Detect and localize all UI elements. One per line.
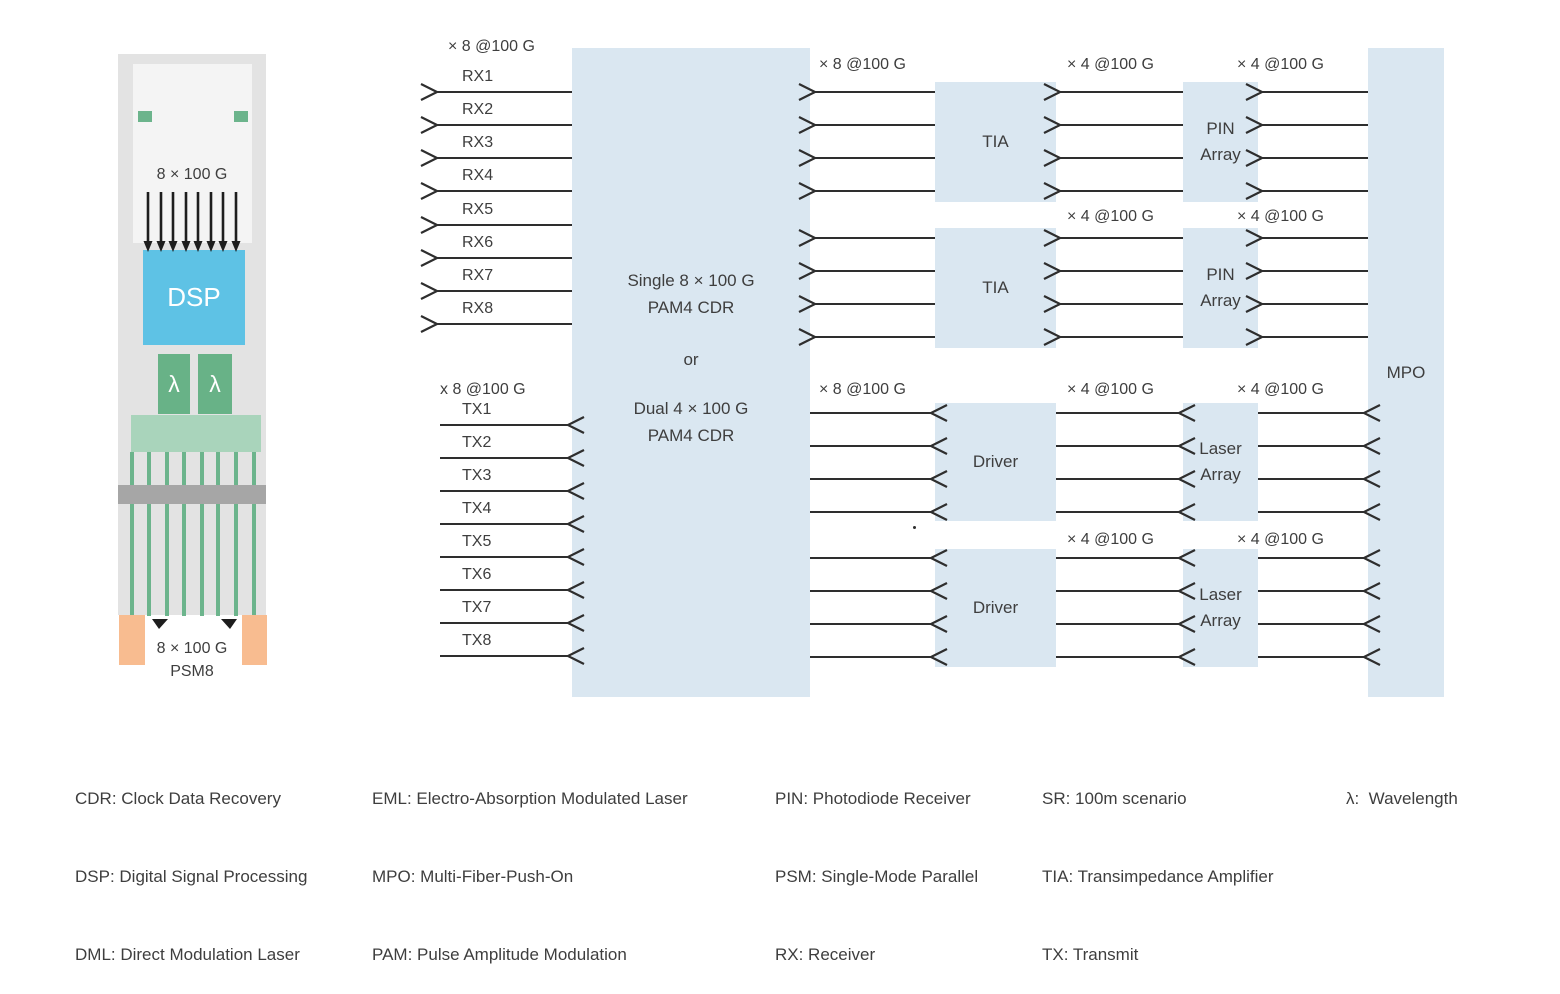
pin-array-label: PIN Array [1200, 119, 1241, 164]
tia-label: TIA [982, 132, 1009, 151]
module-fiber-rate-label: 8 × 100 G [156, 640, 228, 657]
fiber-clamp-band [118, 485, 266, 504]
module-cage [133, 64, 252, 243]
legend-item: PSM: Single-Mode Parallel [775, 867, 979, 886]
laser-array-block-2: Laser Array [1183, 549, 1258, 667]
legend-column-5: λ: Wavelength [1346, 734, 1458, 838]
tx-host-lines [440, 416, 585, 665]
rate-rx-pin-mpo-2: × 4 @100 G [1237, 208, 1324, 225]
rx-port-label-3: RX3 [462, 134, 494, 151]
lambda-chip-left: λ [158, 354, 190, 414]
legend-item: SR: 100m scenario [1042, 789, 1187, 808]
legend-item: PAM: Pulse Amplitude Modulation [372, 945, 627, 964]
tx-port-label-6: TX6 [462, 566, 492, 583]
tx-port-label-3: TX3 [462, 467, 492, 484]
fiber [252, 452, 256, 616]
module-boot-left [119, 615, 145, 665]
rate-rx-pin-mpo-1: × 4 @100 G [1237, 56, 1324, 73]
optical-subassembly [131, 415, 261, 452]
rx-port-label-7: RX7 [462, 267, 494, 284]
driver-label: Driver [972, 452, 1019, 471]
tx-port-label-8: TX8 [462, 632, 492, 649]
pin-array-block-2: PIN Array [1183, 228, 1258, 348]
legend-column-3: PIN: Photodiode Receiver PSM: Single-Mod… [775, 734, 978, 994]
rx-host-lines [420, 83, 572, 333]
rate-tx-laser-mpo-2: × 4 @100 G [1237, 531, 1324, 548]
cdr-block [572, 48, 810, 697]
tx-port-label-1: TX1 [462, 401, 492, 418]
legend-item: DML: Direct Modulation Laser [75, 945, 300, 964]
rate-tx-driver-laser-2: × 4 @100 G [1067, 531, 1154, 548]
cdr-option1-line2: PAM4 CDR [647, 298, 735, 317]
rx-port-label-5: RX5 [462, 201, 494, 218]
driver-block-2: Driver [935, 549, 1056, 667]
stray-dot [913, 526, 916, 529]
cdr-or-separator: or [683, 350, 699, 369]
driver-block-1: Driver [935, 403, 1056, 521]
legend-item: EML: Electro-Absorption Modulated Laser [372, 789, 688, 808]
cdr-option1-line1: Single 8 × 100 G [627, 271, 755, 290]
tx-port-label-2: TX2 [462, 434, 492, 451]
fiber [165, 452, 169, 616]
legend-item: RX: Receiver [775, 945, 876, 964]
rx-port-label-6: RX6 [462, 234, 494, 251]
rx-port-label-2: RX2 [462, 101, 494, 118]
legend-item: MPO: Multi-Fiber-Push-On [372, 867, 574, 886]
fiber [147, 452, 151, 616]
tx-lines-group-2 [810, 549, 1381, 666]
rate-tx-driver-laser-1: × 4 @100 G [1067, 381, 1154, 398]
tx-port-label-5: TX5 [462, 533, 492, 550]
pin-array-label: PIN Array [1200, 265, 1241, 310]
rate-rx-cdr-tia: × 8 @100 G [819, 56, 906, 73]
cdr-option2-line1: Dual 4 × 100 G [633, 399, 749, 418]
dsp-chip: DSP [143, 250, 245, 345]
laser-array-block-1: Laser Array [1183, 403, 1258, 521]
fiber [182, 452, 186, 616]
legend-item: λ: Wavelength [1346, 789, 1458, 808]
mpo-block: MPO [1368, 48, 1444, 697]
legend-item: CDR: Clock Data Recovery [75, 789, 281, 808]
legend-column-4: SR: 100m scenario TIA: Transimpedance Am… [1042, 734, 1273, 994]
tia-label: TIA [982, 278, 1009, 297]
legend-column-1: CDR: Clock Data Recovery DSP: Digital Si… [75, 734, 307, 994]
rx-port-label-4: RX4 [462, 167, 494, 184]
pin-array-block-1: PIN Array [1183, 82, 1258, 202]
tx-lines-group-1 [810, 404, 1381, 521]
fiber [216, 452, 220, 616]
fiber [130, 452, 134, 616]
tia-block-2: TIA [935, 228, 1056, 348]
rx-lines-group-1 [798, 83, 1368, 200]
legend-item: TX: Transmit [1042, 945, 1139, 964]
module-contact-pad-right [234, 111, 248, 122]
legend-item: TIA: Transimpedance Amplifier [1042, 867, 1274, 886]
tx-port-label-7: TX7 [462, 599, 492, 616]
tx-port-label-4: TX4 [462, 500, 492, 517]
rx-lines-group-2 [798, 229, 1368, 346]
mpo-label: MPO [1386, 362, 1426, 382]
rx-port-label-8: RX8 [462, 300, 494, 317]
rate-rx-tia-pin-1: × 4 @100 G [1067, 56, 1154, 73]
legend-column-2: EML: Electro-Absorption Modulated Laser … [372, 734, 688, 994]
cdr-option2-line2: PAM4 CDR [647, 426, 735, 445]
driver-label: Driver [972, 598, 1019, 617]
fiber [234, 452, 238, 616]
module-boot-right [242, 615, 267, 665]
rx-port-label-1: RX1 [462, 68, 494, 85]
tia-block-1: TIA [935, 82, 1056, 202]
fiber [200, 452, 204, 616]
lambda-chip-right: λ [198, 354, 232, 414]
module-host-rate-label: 8 × 100 G [156, 166, 228, 183]
laser-array-label: Laser Array [1199, 585, 1242, 630]
rate-tx-cdr-driver: × 8 @100 G [819, 381, 906, 398]
legend-item: DSP: Digital Signal Processing [75, 867, 308, 886]
legend-item: PIN: Photodiode Receiver [775, 789, 971, 808]
laser-array-label: Laser Array [1199, 439, 1242, 484]
rate-tx-laser-mpo-1: × 4 @100 G [1237, 381, 1324, 398]
fiber-exit-marks [152, 619, 237, 629]
rate-rx-tia-pin-2: × 4 @100 G [1067, 208, 1154, 225]
module-contact-pad-left [138, 111, 152, 122]
psm8-label: PSM8 [170, 663, 214, 680]
rate-rx-host: × 8 @100 G [448, 38, 535, 55]
rate-tx-host: x 8 @100 G [440, 381, 526, 398]
